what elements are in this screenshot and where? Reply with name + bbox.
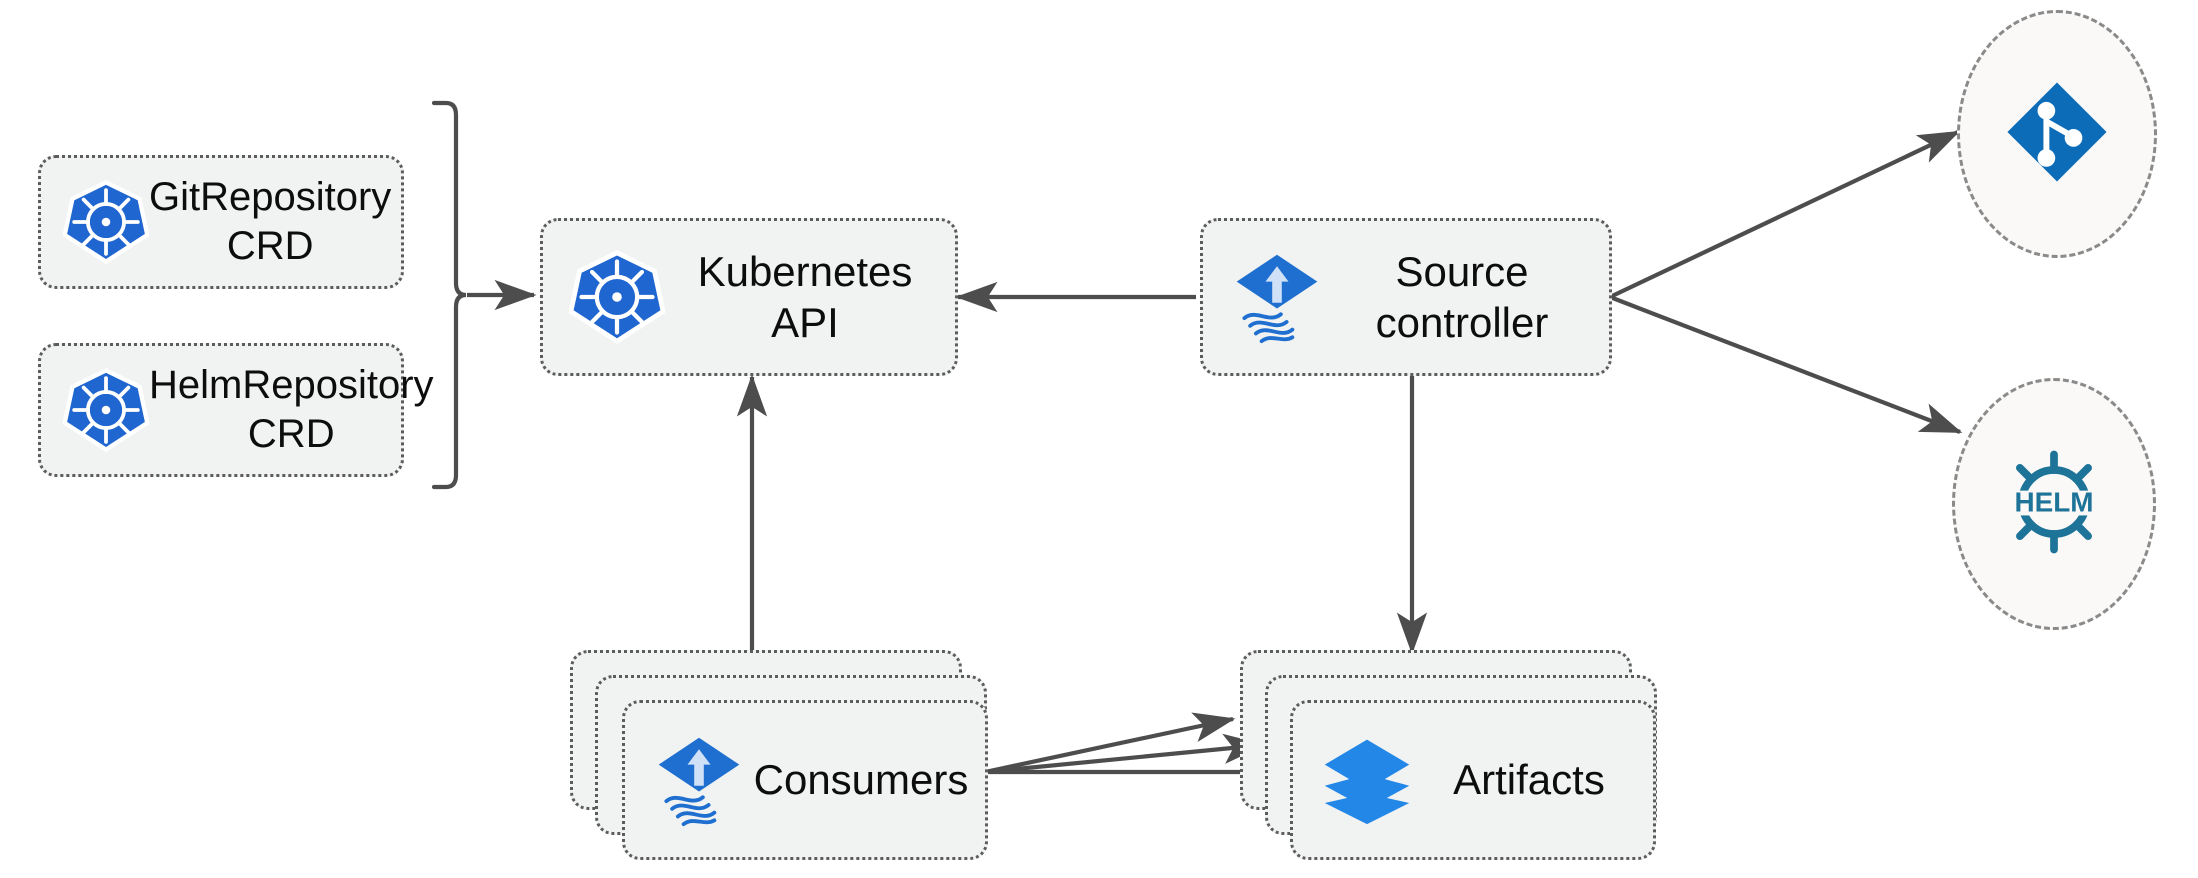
node-source-controller[interactable]: Source controller [1200, 218, 1612, 376]
kubernetes-icon [63, 179, 149, 265]
helm-icon: HELM [1992, 440, 2116, 569]
edge-controller-to-git [1609, 130, 1961, 299]
node-label: GitRepository CRD [149, 175, 392, 268]
node-helmrepository-crd[interactable]: HelmRepository CRD [38, 343, 434, 477]
external-helm-source[interactable]: HELM [1952, 378, 2156, 630]
node-label: Consumers [753, 756, 969, 804]
helm-wordmark: HELM [2014, 486, 2093, 517]
node-kubernetes-api[interactable]: Kubernetes API [540, 218, 958, 376]
edge-controller-to-helm [1609, 295, 1963, 434]
node-gitrepository-crd[interactable]: GitRepository CRD [38, 155, 404, 289]
flux-icon [651, 732, 747, 828]
node-label: HelmRepository CRD [149, 363, 434, 456]
layers-icon [1319, 732, 1415, 828]
kubernetes-icon [63, 367, 149, 453]
node-label: Kubernetes API [697, 247, 913, 346]
git-icon [1998, 73, 2116, 196]
node-label: Artifacts [1453, 756, 1605, 804]
kubernetes-icon [569, 249, 665, 345]
flux-icon [1229, 249, 1325, 345]
edge-consumers-to-artifacts-2 [984, 733, 1266, 775]
node-artifacts[interactable]: Artifacts [1290, 700, 1656, 860]
edge-consumers-to-artifacts-1 [984, 712, 1236, 775]
node-label: Source controller [1375, 247, 1549, 346]
node-consumers[interactable]: Consumers [622, 700, 988, 860]
external-git-source[interactable] [1957, 10, 2157, 258]
